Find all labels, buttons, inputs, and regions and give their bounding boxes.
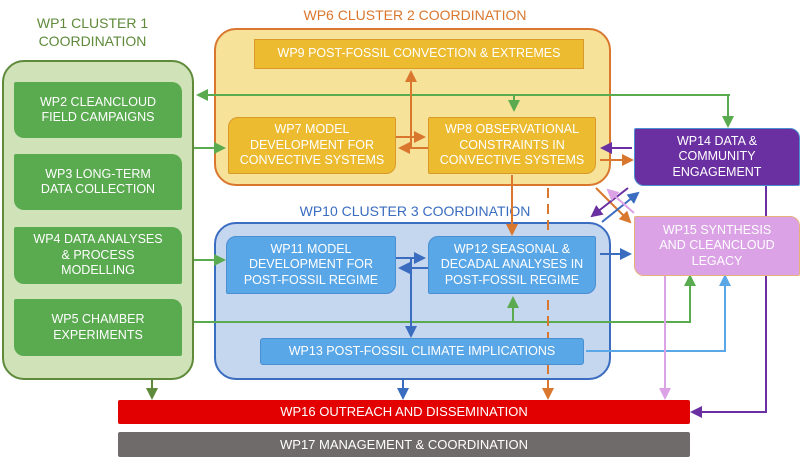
wp1-title-line1: WP1 CLUSTER 1: [36, 15, 149, 31]
wp10-cluster-title: WP10 CLUSTER 3 COORDINATION: [299, 203, 531, 219]
wp16-bar[interactable]: WP16 OUTREACH AND DISSEMINATION: [118, 400, 690, 424]
wp3-line2: DATA COLLECTION: [40, 182, 156, 196]
wp8-line3: CONVECTIVE SYSTEMS: [439, 153, 585, 168]
wp7-line1: WP7 MODEL: [274, 122, 350, 137]
arrow-wp14-to-wp12: [590, 187, 629, 218]
wp17-bar[interactable]: WP17 MANAGEMENT & COORDINATION: [118, 432, 690, 457]
wp15-line3: LEGACY: [691, 253, 743, 268]
wp11-line3: POST-FOSSIL REGIME: [243, 272, 379, 287]
wp14-line1: WP14 DATA &: [676, 133, 758, 148]
wp3-line1: WP3 LONG-TERM: [45, 166, 151, 181]
arrow-wp5-to-wp15: [194, 274, 696, 323]
arrow-wp13-to-wp15: [586, 274, 731, 352]
wp1-cluster-title: WP1 CLUSTER 1 COORDINATION: [0, 14, 185, 50]
wp1-title-line2: COORDINATION: [38, 33, 147, 49]
wp11-line2: DEVELOPMENT FOR: [248, 257, 374, 272]
wp2-line1: WP2 CLEANCLOUD: [40, 94, 156, 109]
wp15-line1: WP15 SYNTHESIS: [662, 222, 772, 237]
wp14-line2: COMMUNITY: [678, 149, 756, 164]
wp2-line2: FIELD CAMPAIGNS: [41, 110, 155, 124]
wp4-line3: MODELLING: [61, 263, 135, 278]
wp4-line1: WP4 DATA ANALYSES: [33, 232, 163, 247]
wp15-line2: AND CLEANCLOUD: [659, 238, 775, 253]
wp12-line1: WP12 SEASONAL &: [453, 241, 571, 256]
wp7-line3: CONVECTIVE SYSTEMS: [239, 153, 385, 168]
wp12-line3: POST-FOSSIL REGIME: [444, 272, 580, 287]
arrow-wp12-to-wp14: [601, 191, 640, 223]
wp14-line3: ENGAGEMENT: [672, 164, 762, 179]
wp5-line2: EXPERIMENTS: [53, 327, 143, 342]
wp4-line2: & PROCESS: [61, 247, 135, 262]
wp8-line1: WP8 OBSERVATIONAL: [444, 122, 580, 137]
wp12-line2: DECADAL ANALYSES IN: [440, 257, 584, 272]
arrow-wp8-to-wp15: [595, 187, 632, 224]
wp13-box[interactable]: WP13 POST-FOSSIL CLIMATE IMPLICATIONS: [260, 338, 584, 365]
arrow-wp15-to-wp8: [606, 188, 635, 214]
wp8-line2: CONSTRAINTS IN: [459, 137, 565, 152]
wp7-line2: DEVELOPMENT FOR: [249, 137, 375, 152]
wp6-cluster-title: WP6 CLUSTER 2 COORDINATION: [303, 7, 527, 23]
wp9-box[interactable]: WP9 POST-FOSSIL CONVECTION & EXTREMES: [254, 39, 584, 69]
wp11-line1: WP11 MODEL: [270, 241, 352, 256]
wp5-line1: WP5 CHAMBER: [51, 312, 145, 326]
